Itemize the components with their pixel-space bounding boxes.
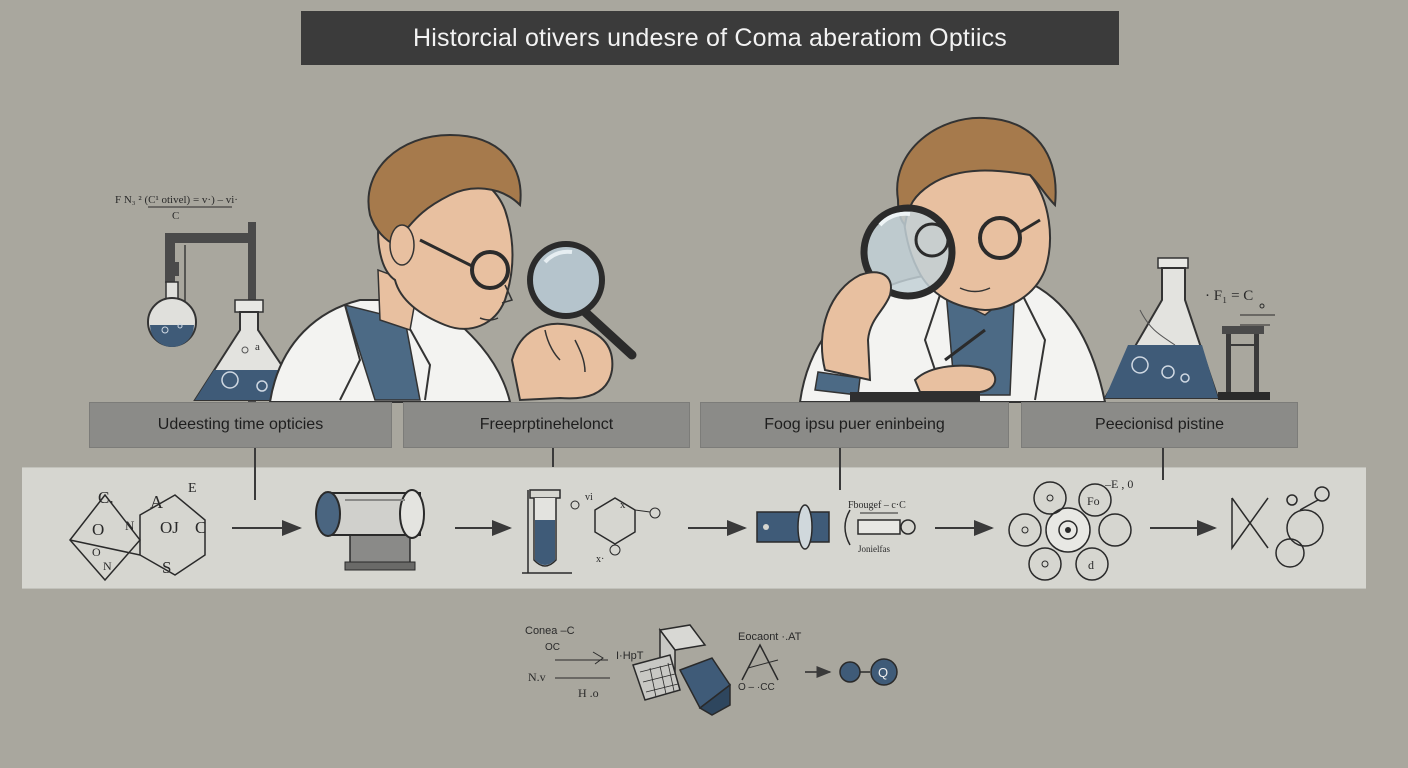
round-flask-icon <box>147 281 197 347</box>
formula-denominator: C <box>172 210 179 222</box>
formula-numerator: F N₃ ² (C¹ otivel) = v·) – vi· <box>115 194 238 206</box>
stage-label-4: Peecionisd pistine <box>1021 402 1298 448</box>
small-stand-icon <box>1218 326 1270 400</box>
erlenmeyer-flask-right-icon <box>1103 257 1220 399</box>
left-scientist <box>268 133 637 403</box>
magnifier-right-icon <box>860 204 956 300</box>
page-title: Historcial otivers undesre of Coma abera… <box>301 11 1119 65</box>
right-scientist <box>798 116 1107 403</box>
process-flow-strip <box>22 467 1366 589</box>
right-small-scribbles <box>1240 303 1275 326</box>
top-left-formula: F N₃ ² (C¹ otivel) = v·) – vi· C <box>115 194 238 222</box>
stage-label-3: Foog ipsu puer eninbeing <box>700 402 1009 448</box>
magnifier-icon <box>527 241 637 360</box>
stage-label-1: Udeesting time opticies <box>89 402 392 448</box>
stage-label-2: Freeprptinehelonct <box>403 402 690 448</box>
svg-text:a: a <box>255 341 260 353</box>
right-equation: · F₁ = C <box>1205 288 1253 304</box>
